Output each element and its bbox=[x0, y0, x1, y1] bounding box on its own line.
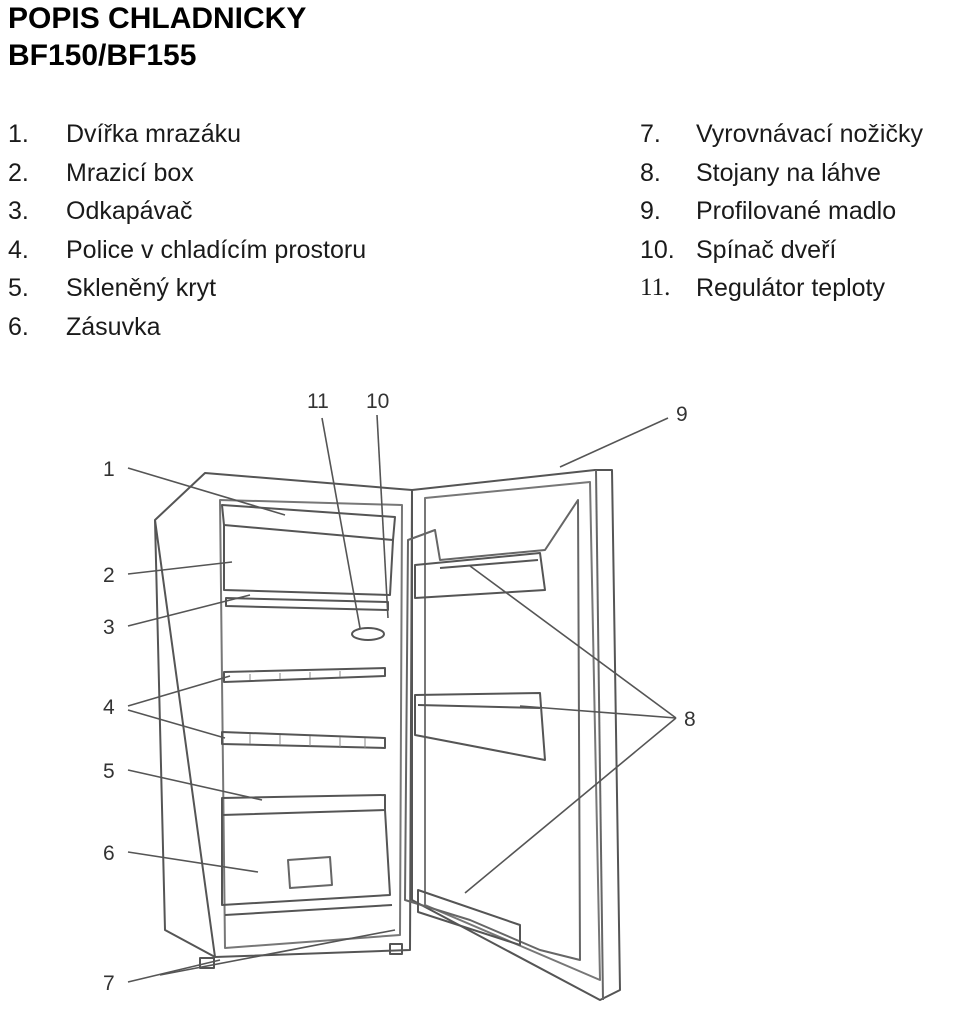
callout-10: 10 bbox=[366, 390, 389, 413]
item-number: 3. bbox=[8, 197, 29, 225]
callout-9: 9 bbox=[676, 403, 688, 426]
cabinet-inner-wall bbox=[219, 499, 403, 949]
door-rack-lower bbox=[414, 692, 546, 761]
drawer-handle bbox=[287, 856, 333, 889]
leader-lines bbox=[127, 414, 677, 983]
list-item: 11. Regulátor teploty bbox=[640, 269, 923, 308]
freezer-box bbox=[223, 525, 394, 596]
door-rack-bottom bbox=[417, 889, 521, 946]
shelf-lower-wires bbox=[249, 734, 366, 748]
list-item: 5. Skleněný kryt bbox=[8, 269, 366, 308]
list-item: 3. Odkapávač bbox=[8, 192, 366, 231]
item-number: 4. bbox=[8, 235, 29, 264]
callout-11: 11 bbox=[307, 390, 329, 413]
door-rack-upper-rail bbox=[439, 559, 539, 569]
door-rack-lower-rail bbox=[417, 704, 541, 709]
item-label: Dvířka mrazáku bbox=[66, 120, 242, 148]
item-label: Spínač dveří bbox=[696, 235, 837, 264]
cabinet-bottom bbox=[224, 904, 393, 916]
callout-4: 4 bbox=[103, 696, 115, 719]
callout-2: 2 bbox=[103, 564, 115, 587]
shelf-upper-wires bbox=[249, 671, 341, 680]
door-inner-liner bbox=[404, 499, 581, 961]
list-item: 6. Zásuvka bbox=[8, 308, 366, 347]
list-item: 10. Spínač dveří bbox=[640, 231, 923, 270]
parts-list-left: 1. Dvířka mrazáku 2. Mrazicí box 3. Odkapáv… bbox=[8, 115, 366, 346]
door-outline bbox=[411, 469, 621, 1001]
item-label: Skleněný kryt bbox=[66, 274, 217, 302]
item-number: 9. bbox=[640, 197, 661, 225]
item-number: 11. bbox=[640, 274, 671, 301]
door-handle-profile bbox=[595, 469, 604, 1001]
title-line-2: BF150/BF155 bbox=[8, 39, 197, 72]
item-label: Profilované madlo bbox=[696, 197, 897, 225]
list-item: 8. Stojany na láhve bbox=[640, 154, 923, 193]
page-title: POPIS CHLADNICKY BF150/BF155 bbox=[8, 0, 306, 74]
list-item: 7. Vyrovnávací nožičky bbox=[640, 115, 923, 154]
item-number: 10. bbox=[640, 235, 675, 264]
item-number: 7. bbox=[640, 120, 661, 148]
callout-labels: 1 2 3 4 5 6 7 8 9 10 11 bbox=[103, 390, 696, 995]
item-label: Police v chladícím prostoru bbox=[66, 235, 367, 264]
item-label: Mrazicí box bbox=[66, 158, 194, 187]
callout-7: 7 bbox=[103, 972, 115, 995]
temperature-knob bbox=[351, 627, 385, 641]
item-number: 2. bbox=[8, 158, 29, 187]
glass-cover bbox=[221, 794, 386, 816]
door-gasket bbox=[424, 481, 601, 981]
item-number: 5. bbox=[8, 274, 29, 302]
callout-8: 8 bbox=[684, 708, 696, 731]
item-number: 6. bbox=[8, 312, 29, 341]
item-label: Stojany na láhve bbox=[696, 158, 881, 187]
shelf-upper bbox=[223, 667, 386, 683]
item-label: Regulátor teploty bbox=[696, 274, 886, 302]
callout-5: 5 bbox=[103, 760, 115, 783]
item-number: 8. bbox=[640, 158, 661, 187]
list-item: 4. Police v chladícím prostoru bbox=[8, 231, 366, 270]
item-label: Zásuvka bbox=[66, 312, 161, 341]
parts-list-right: 7. Vyrovnávací nožičky 8. Stojany na láhve… bbox=[640, 115, 923, 308]
item-number: 1. bbox=[8, 120, 29, 148]
fridge-diagram: 1 2 3 4 5 6 7 8 9 10 11 bbox=[103, 390, 696, 1001]
list-item: 1. Dvířka mrazáku bbox=[8, 115, 366, 154]
callout-1: 1 bbox=[103, 458, 115, 481]
crisper-drawer bbox=[221, 809, 391, 906]
item-label: Vyrovnávací nožičky bbox=[696, 120, 923, 148]
list-item: 9. Profilované madlo bbox=[640, 192, 923, 231]
shelf-lower bbox=[221, 731, 386, 749]
leveling-foot-right bbox=[389, 943, 403, 955]
drip-tray bbox=[225, 597, 389, 611]
freezer-door bbox=[221, 504, 396, 541]
callout-3: 3 bbox=[103, 616, 115, 639]
list-item: 2. Mrazicí box bbox=[8, 154, 366, 193]
callout-6: 6 bbox=[103, 842, 115, 865]
cabinet-left-side bbox=[154, 519, 216, 958]
title-line-1: POPIS CHLADNICKY bbox=[8, 2, 307, 35]
door-rack-upper bbox=[414, 552, 546, 599]
cabinet-outline bbox=[154, 472, 413, 958]
item-label: Odkapávač bbox=[66, 197, 193, 225]
